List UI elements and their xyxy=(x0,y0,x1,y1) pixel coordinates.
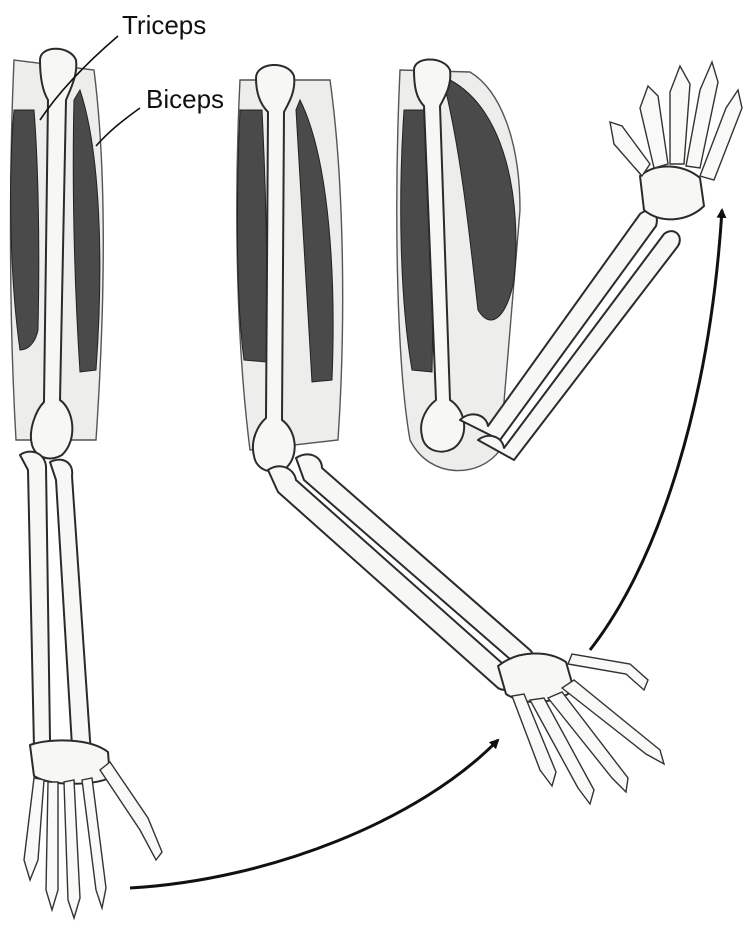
motion-arrow-1 xyxy=(130,740,498,888)
radius-bone xyxy=(50,460,90,752)
biceps-label: Biceps xyxy=(146,84,224,114)
biceps-leader-line xyxy=(96,108,140,146)
wrist-bones xyxy=(30,740,110,783)
ulna-bone xyxy=(20,452,50,753)
ulna-bone-2 xyxy=(268,466,515,689)
triceps-label: Triceps xyxy=(122,10,206,40)
triceps-muscle-2 xyxy=(237,110,266,362)
arm-extended xyxy=(11,49,163,918)
radius-bone-2 xyxy=(296,454,534,667)
hand-fingers-flexed xyxy=(610,62,742,180)
wrist-bones-3 xyxy=(640,166,704,219)
hand-fingers-extended xyxy=(24,762,162,918)
arm-fully-flexed xyxy=(397,60,742,471)
